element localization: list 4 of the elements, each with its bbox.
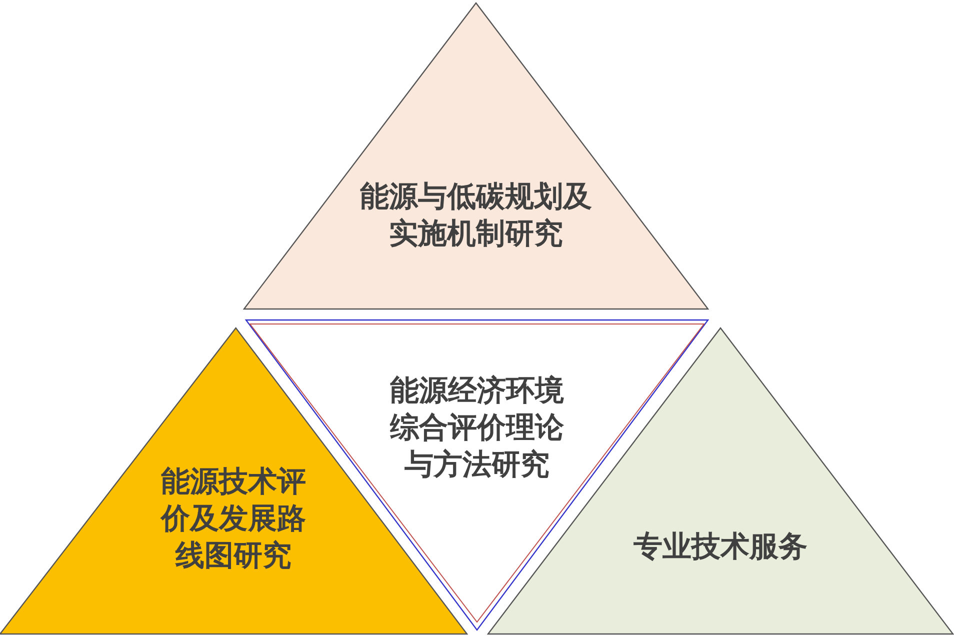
triangle-label: 能源经济环境综合评价理论与方法研究 (388, 372, 565, 483)
triangle-label: 专业技术服务 (632, 528, 808, 565)
triangle-label: 能源技术评价及发展路线图研究 (159, 463, 307, 574)
triangle-label: 能源与低碳规划及实施机制研究 (359, 178, 593, 252)
